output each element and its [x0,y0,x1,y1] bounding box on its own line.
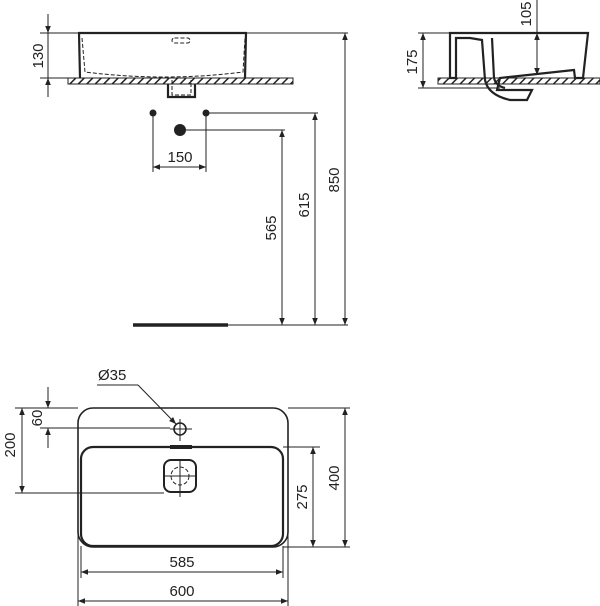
countertop [67,77,294,85]
dim-400: 400 [326,465,343,490]
overflow-slot [171,37,191,44]
side-basin-outline [448,31,590,102]
dim-175: 175 [404,49,421,74]
dim-150: 150 [167,149,192,166]
basin-inner-outline [79,445,285,548]
dim-565: 565 [263,215,280,240]
dim-200: 200 [2,432,19,457]
dim-130: 130 [30,43,47,68]
dim-850: 850 [326,167,343,192]
waste-outlet [166,84,197,99]
side-view: 175 105 [404,0,600,102]
side-countertop [437,77,600,85]
basin-front-outline [77,31,248,79]
basin-bowl-hidden [81,37,246,78]
dim-600: 600 [169,583,194,600]
dim-585: 585 [169,554,194,571]
plan-view: Ø35 60 200 275 400 585 600 [2,367,350,606]
front-view: 130 150 565 615 850 [30,14,348,327]
dim-275: 275 [294,484,311,509]
dim-diameter-35: Ø35 [98,367,126,384]
dim-60: 60 [29,410,46,427]
dim-615: 615 [296,192,313,217]
dim-105: 105 [518,1,535,26]
